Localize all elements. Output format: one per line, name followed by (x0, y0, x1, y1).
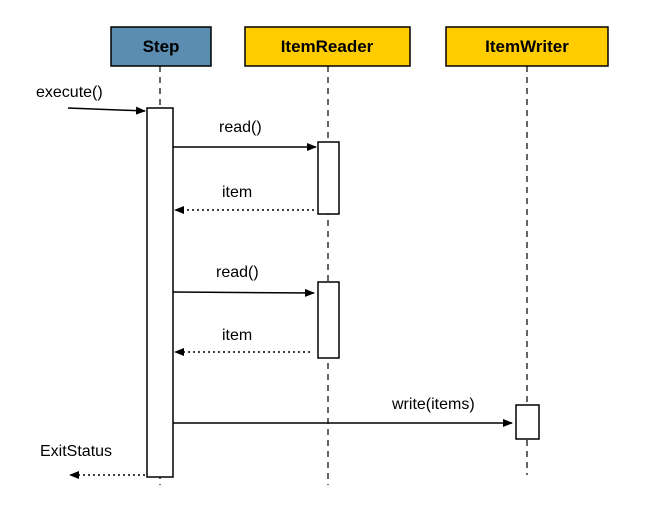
message-read-2-arrow (172, 288, 315, 297)
activation-step (146, 107, 174, 478)
activation-reader-1 (317, 141, 340, 215)
participant-step-box (110, 26, 212, 67)
participant-step: Step (110, 26, 212, 67)
message-exit-status: ExitStatus (40, 443, 145, 479)
message-execute: execute() (36, 84, 146, 115)
message-write: write(items) (173, 396, 513, 427)
message-execute-arrow (67, 106, 146, 115)
message-read-1: read() (173, 119, 317, 151)
message-read-2: read() (172, 264, 315, 297)
participant-item-reader-box (244, 26, 411, 67)
message-execute-label: execute() (36, 84, 103, 101)
participant-item-writer-box (445, 26, 609, 67)
message-write-label: write(items) (391, 396, 475, 413)
message-item-2: item (174, 327, 310, 356)
activation-reader-2 (317, 281, 340, 359)
participant-item-reader-label: ItemReader (281, 37, 374, 56)
participant-item-writer-label: ItemWriter (485, 37, 569, 56)
activation-writer (515, 404, 540, 440)
message-item-1: item (174, 184, 314, 214)
participant-step-label: Step (143, 37, 180, 56)
message-read-2-label: read() (216, 264, 259, 281)
message-item-2-label: item (222, 327, 252, 344)
message-exit-status-label: ExitStatus (40, 443, 112, 460)
participant-item-reader: ItemReader (244, 26, 411, 67)
message-item-1-label: item (222, 184, 252, 201)
message-read-1-label: read() (219, 119, 262, 136)
participant-item-writer: ItemWriter (445, 26, 609, 67)
